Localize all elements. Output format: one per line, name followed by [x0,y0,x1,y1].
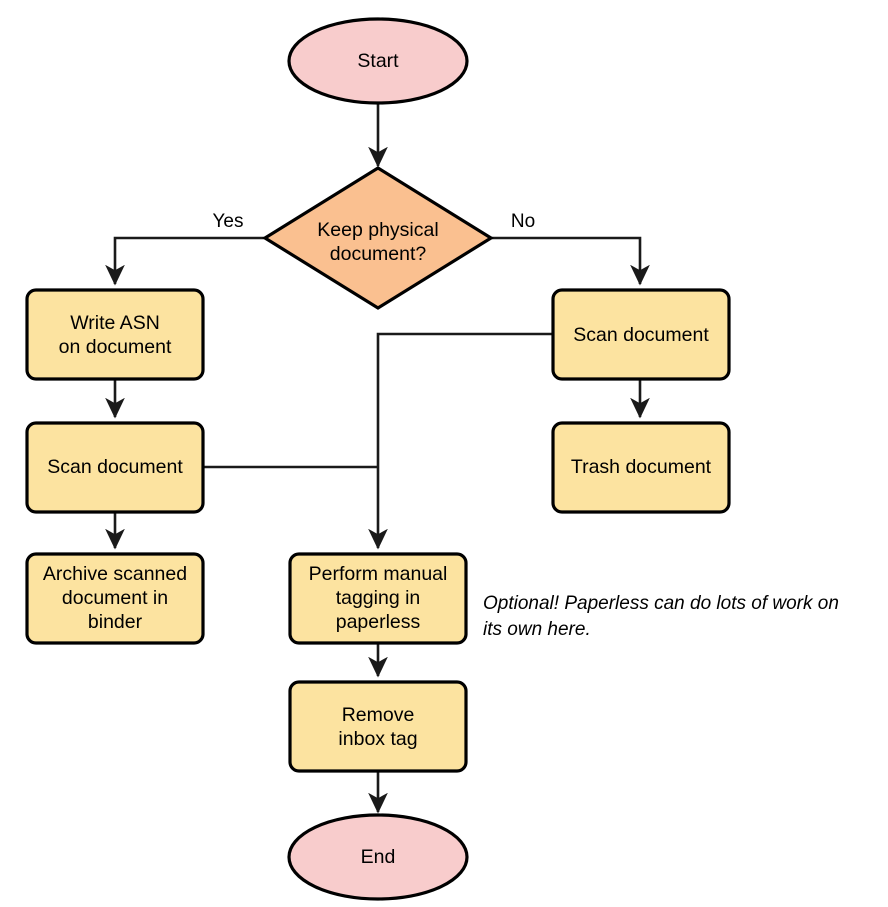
end-label: End [361,846,396,868]
write-asn-label-line1: Write ASN [70,312,160,334]
archive-label-line2: document in [62,587,168,609]
manual-tagging-label-line3: paperless [336,611,421,633]
archive-label-line1: Archive scanned [43,563,187,585]
end-ellipse-shape [287,813,469,901]
node-perform-manual-tagging[interactable]: Perform manual tagging in paperless [288,552,468,645]
trash-label: Trash document [571,456,712,478]
write-asn-label-line2: on document [59,336,172,358]
node-decision-keep-physical-document[interactable]: Keep physical document? [261,166,495,310]
manual-tagging-label-line2: tagging in [336,587,421,609]
connector-decision-no-to-scan-right [491,236,650,286]
node-scan-document-right[interactable]: Scan document [551,288,731,381]
trash-box-shape [551,421,731,514]
scan-left-box-shape [25,421,205,514]
node-scan-document-left[interactable]: Scan document [25,421,205,514]
connector-decision-yes-to-write-asn [105,236,265,286]
remove-inbox-label-line2: inbox tag [338,728,417,750]
node-start[interactable]: Start [287,17,469,105]
optional-note-line2: its own here. [483,619,591,640]
scan-left-label: Scan document [47,456,183,478]
annotation-optional-note: Optional! Paperless can do lots of work … [483,593,839,640]
start-label: Start [357,50,399,72]
decision-label-line1: Keep physical [317,219,438,241]
start-ellipse-shape [287,17,469,105]
remove-inbox-box-shape [288,680,468,773]
optional-note-line1: Optional! Paperless can do lots of work … [483,593,839,614]
write-asn-box-shape [25,288,205,381]
node-trash-document[interactable]: Trash document [551,421,731,514]
node-archive-scanned-document[interactable]: Archive scanned document in binder [25,552,205,645]
branch-label-yes: Yes [213,211,244,232]
archive-label-line3: binder [88,611,143,633]
manual-tagging-label-line1: Perform manual [309,563,448,585]
node-end[interactable]: End [287,813,469,901]
remove-inbox-label-line1: Remove [342,704,415,726]
manual-tagging-box-shape [288,552,468,645]
branch-label-no: No [511,211,535,232]
node-write-asn-on-document[interactable]: Write ASN on document [25,288,205,381]
node-remove-inbox-tag[interactable]: Remove inbox tag [288,680,468,773]
connector-scan-right-to-manual-tagging [368,332,553,550]
archive-box-shape [25,552,205,645]
scan-right-label: Scan document [573,324,709,346]
decision-diamond-shape [261,166,495,310]
decision-label-line2: document? [330,243,427,265]
connectors-group [105,104,650,814]
scan-right-box-shape [551,288,731,381]
